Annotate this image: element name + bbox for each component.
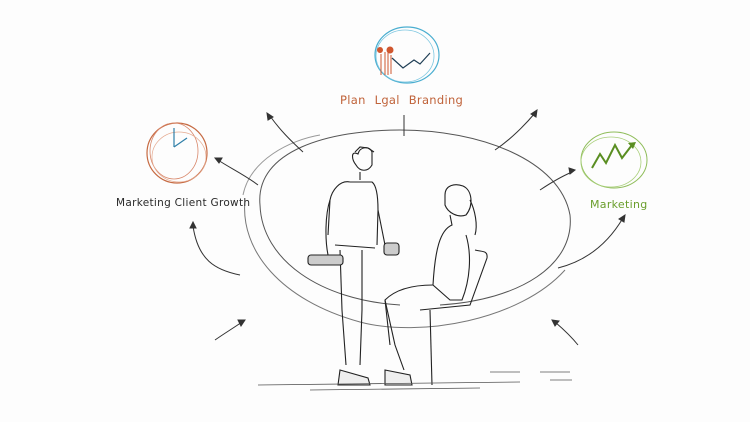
clock-icon: [146, 122, 208, 184]
arrows: [189, 108, 626, 346]
chart-growth-icon: [374, 26, 440, 84]
trainer-figure: [307, 146, 400, 386]
client-figure: [384, 184, 488, 386]
central-oval: [242, 129, 571, 329]
ground-lines: [257, 371, 572, 391]
node-label-left: Marketing Client Growth: [116, 197, 251, 209]
node-label-top: Plan Lgal Branding: [340, 93, 464, 107]
node-label-right: Marketing: [590, 198, 648, 211]
trend-up-icon: [580, 131, 648, 189]
